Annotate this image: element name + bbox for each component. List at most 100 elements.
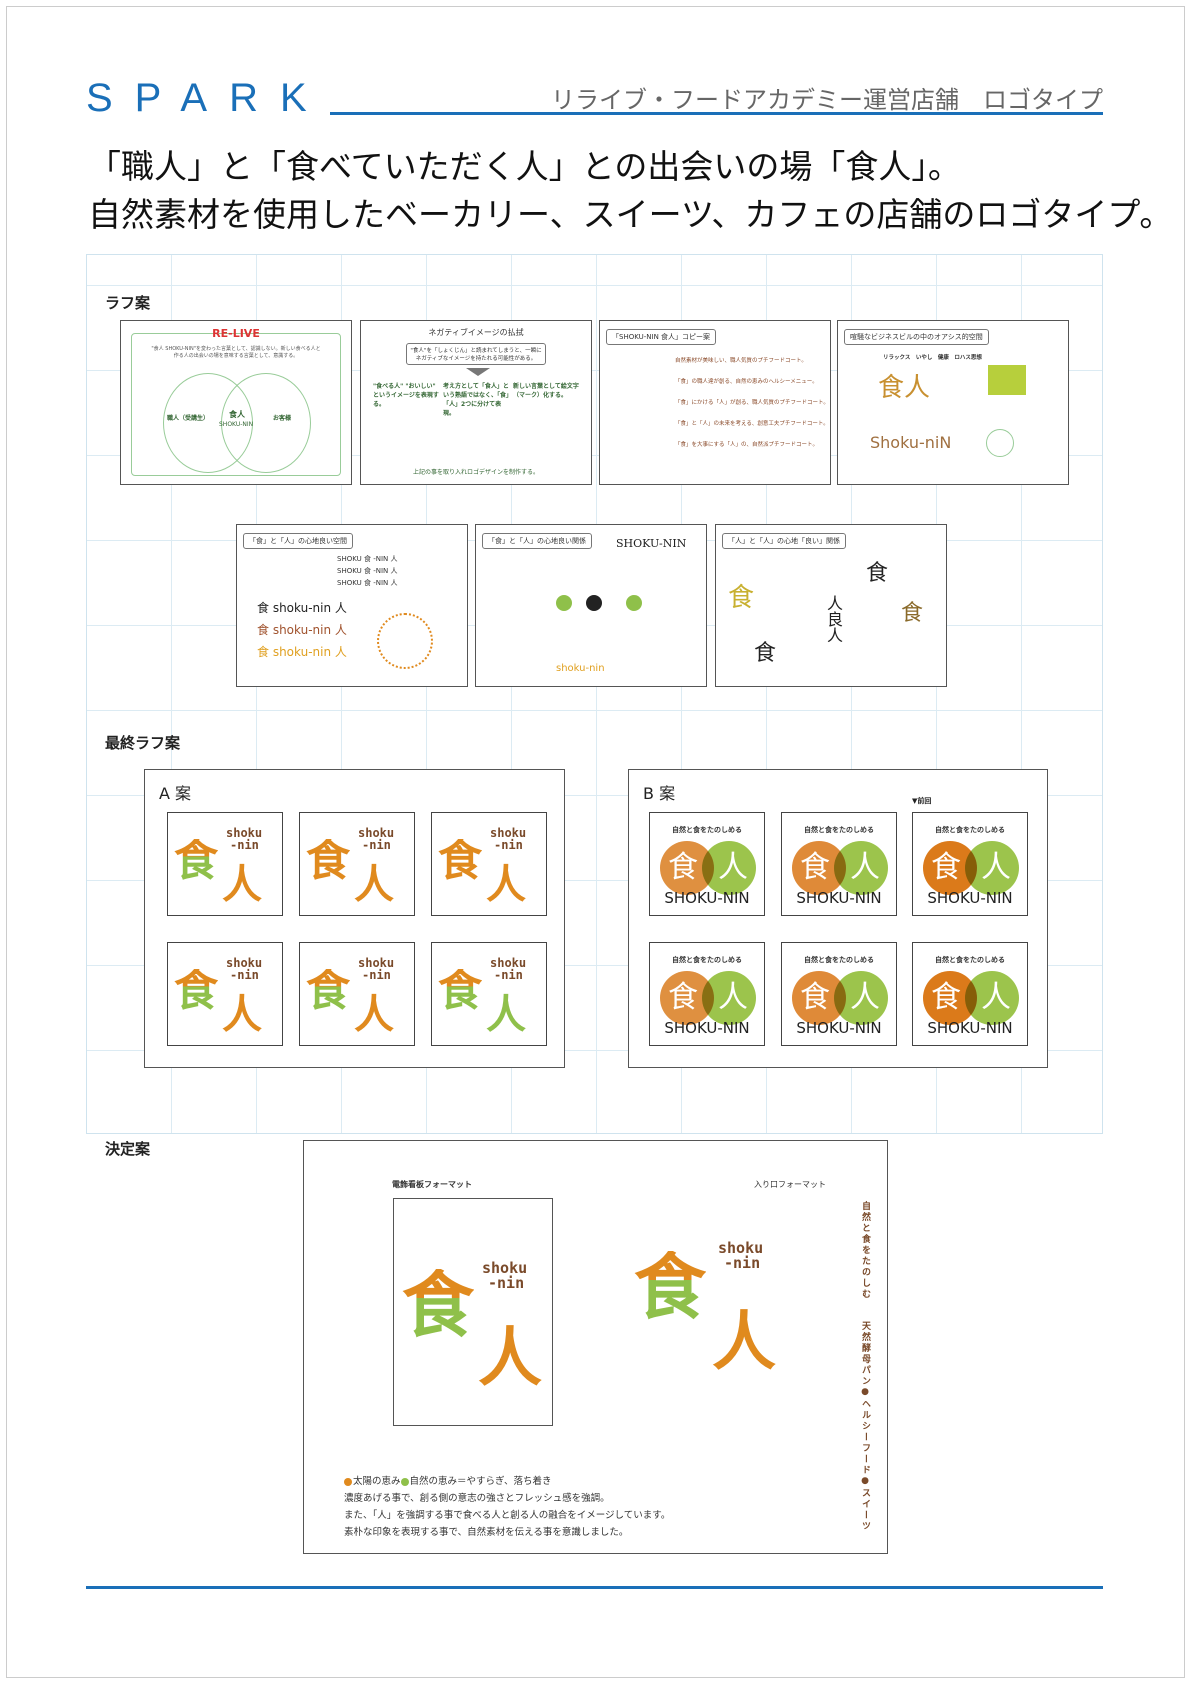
oasis-logo-1: 食人: [878, 373, 931, 403]
good-char-2: 食: [866, 561, 889, 586]
brand-name: SHOKU-NIN: [664, 1019, 750, 1037]
plan-b-variant: 自然と食をたのしめる 食 人 SHOKU-NIN: [649, 942, 765, 1046]
entrance-roman: shoku-nin: [718, 1239, 764, 1272]
green-circle-hito: 人: [834, 971, 888, 1025]
orange-circle-shoku: 食: [923, 971, 977, 1025]
negative-title: ネガティブイメージの払拭: [428, 328, 524, 337]
kanji-hito: 人: [222, 991, 262, 1038]
page-frame: [6, 6, 1185, 1678]
header-rule: [330, 112, 1103, 115]
roman-text: shoku-nin: [490, 956, 527, 982]
negative-col-2: 考え方として「食人」という熟語ではなく、「食」「人」2つに分けて表現。: [443, 383, 510, 417]
relive-title: RE-LIVE: [212, 327, 260, 340]
kanji-shoku: 食: [438, 965, 482, 1016]
good-title: 「人」と「人」の心地「良い」関係: [722, 533, 846, 549]
catch-text: 自然と食をたのしめる: [804, 826, 874, 834]
sign-format-frame: 食 人 shoku-nin: [393, 1198, 553, 1426]
plan-a-variant: 食 人 shoku-nin: [299, 812, 415, 916]
kanji-shoku: 食: [438, 835, 482, 886]
oasis-logo-2: Shoku-niN: [870, 433, 952, 452]
roman-text: shoku-nin: [358, 826, 395, 852]
logo-kanji-hito: 人: [478, 1321, 542, 1396]
venn-center-en: SHOKU-NIN: [219, 421, 254, 428]
section-final-rough: 最終ラフ案: [105, 734, 181, 752]
oasis-title: 喧騒なビジネスビルの中のオアシス的空間: [844, 329, 989, 345]
footer-rule: [86, 1586, 1103, 1589]
vertical-products: 天然酵母パン●ヘルシーフード●スイーツ: [860, 1321, 870, 1532]
relation-logo: SHOKU-NIN: [616, 537, 687, 550]
venn-center: 食人: [229, 410, 245, 419]
entrance-format-label: 入り口フォーマット: [754, 1180, 826, 1189]
previous-marker: ▼前回: [912, 797, 932, 805]
arrow-down-icon: [466, 368, 490, 376]
kanji-hito: 人: [486, 991, 526, 1038]
section-rough: ラフ案: [105, 294, 151, 312]
plan-b-variant: 自然と食をたのしめる 食 人 SHOKU-NIN: [781, 812, 897, 916]
green-circle-hito: 人: [965, 971, 1019, 1025]
roman-text: shoku-nin: [358, 956, 395, 982]
copy-title: 「SHOKU-NIN 食人」コピー案: [606, 329, 717, 345]
decided-box: 電飾看板フォーマット 入り口フォーマット 食 人 shoku-nin 食 人 s…: [303, 1140, 888, 1554]
rough-thumb-copy: 「SHOKU-NIN 食人」コピー案 自然素材が美味しい、職人気質のプチフードコ…: [599, 320, 831, 485]
rough-thumb-relation: 「食」と「人」の心地良い関係 SHOKU-NIN shoku-nin: [475, 524, 707, 687]
brand-name: SHOKU-NIN: [664, 889, 750, 907]
catch-text: 自然と食をたのしめる: [935, 956, 1005, 964]
kanji-hito: 人: [486, 861, 526, 908]
kanji-hito: 人: [354, 991, 394, 1038]
brand-name: SHOKU-NIN: [796, 1019, 882, 1037]
decided-description: 太陽の恵み自然の恵み＝やすらぎ、落ち着き 濃度あげる事で、創る側の意志の強さとフ…: [344, 1476, 671, 1538]
catch-text: 自然と食をたのしめる: [935, 826, 1005, 834]
negative-col-1: "食べる人" "おいしい" というイメージを表現する。: [373, 383, 439, 408]
catch-text: 自然と食をたのしめる: [672, 826, 742, 834]
entrance-logo: 食 人 shoku-nin: [634, 1201, 834, 1431]
roman-text: shoku-nin: [226, 826, 263, 852]
green-circle-hito: 人: [702, 841, 756, 895]
kanji-shoku: 食: [174, 965, 218, 1016]
green-circle-hito: 人: [702, 971, 756, 1025]
kanji-shoku: 食: [174, 835, 218, 886]
good-char-5: 食: [754, 641, 777, 666]
relation-sub: shoku-nin: [556, 663, 605, 674]
green-circle-hito: 人: [834, 841, 888, 895]
relive-intro: "食人 SHOKU-NIN"を変わった言葉として、認識しない。新しい食べる人と作…: [151, 346, 321, 359]
logo-roman: shoku-nin: [482, 1259, 528, 1292]
relation-title: 「食」と「人」の心地良い関係: [482, 533, 592, 549]
brand-name: SHOKU-NIN: [927, 889, 1013, 907]
plan-b-variant: 自然と食をたのしめる 食 人 SHOKU-NIN: [912, 812, 1028, 916]
catch-text: 自然と食をたのしめる: [672, 956, 742, 964]
venn-left: 職人（受講生）: [167, 415, 210, 422]
headline-line-1: 「職人」と「食べていただく人」との出会いの場「食人」。: [88, 147, 961, 186]
good-char-3: 食: [901, 601, 924, 626]
space-marks: 食 shoku-nin 人食 shoku-nin 人食 shoku-nin 人: [257, 601, 347, 659]
rough-thumb-oasis: 喧騒なビジネスビルの中のオアシス的空間 リラックス いやし 健康 ロハス思想 食…: [837, 320, 1069, 485]
kanji-hito: 人: [354, 861, 394, 908]
space-title: 「食」と「人」の心地良い空間: [243, 533, 353, 549]
green-circle-hito: 人: [965, 841, 1019, 895]
brand-name: SHOKU-NIN: [796, 889, 882, 907]
roman-text: shoku-nin: [226, 956, 263, 982]
rough-thumb-good: 「人」と「人」の心地「良い」関係 食 食 食 人良人 食: [715, 524, 947, 687]
spark-logo: SPARK: [86, 76, 329, 120]
plan-b-label: B 案: [643, 784, 676, 803]
oasis-keywords: リラックス いやし 健康 ロハス思想: [883, 355, 982, 361]
section-decided: 決定案: [105, 1140, 151, 1158]
copy-lines: 自然素材が美味しい、職人気質のプチフードコート。「食」の職人達が創る、自然の恵み…: [675, 358, 829, 448]
plan-a-variant: 食 人 shoku-nin: [431, 942, 547, 1046]
rough-thumb-relive: RE-LIVE "食人 SHOKU-NIN"を変わった言葉として、認識しない。新…: [120, 320, 352, 485]
plan-b-variant: 自然と食をたのしめる 食 人 SHOKU-NIN: [649, 812, 765, 916]
kanji-shoku: 食: [306, 835, 350, 886]
kanji-hito: 人: [222, 861, 262, 908]
plan-a-variant: 食 人 shoku-nin: [431, 812, 547, 916]
entrance-kanji-shoku: 食: [634, 1244, 707, 1329]
venn-right: お客様: [273, 415, 292, 422]
negative-foot: 上記の事を取り入れロゴデザインを制作する。: [412, 469, 539, 476]
plan-a-label: A 案: [159, 784, 192, 803]
kanji-shoku: 食: [306, 965, 350, 1016]
vertical-catch: 自然と食をたのしむ: [860, 1201, 870, 1300]
sign-format-label: 電飾看板フォーマット: [392, 1180, 472, 1189]
orange-dot-icon: [344, 1477, 352, 1486]
catch-text: 自然と食をたのしめる: [804, 956, 874, 964]
